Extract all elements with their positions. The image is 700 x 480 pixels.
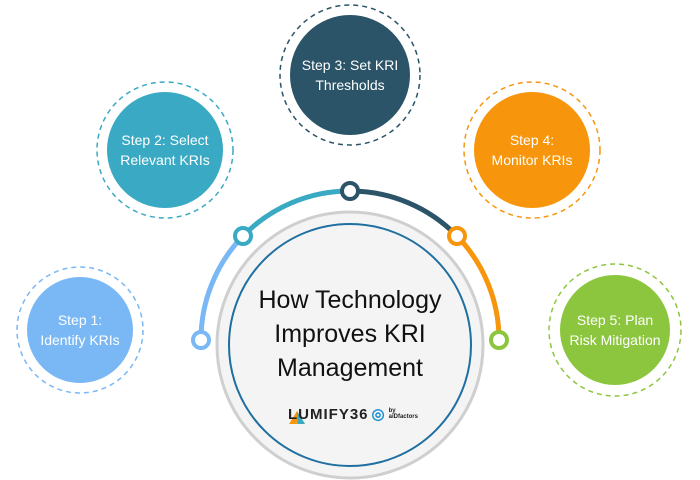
arc-step2 xyxy=(241,188,351,238)
step3-line2: Thresholds xyxy=(315,77,385,93)
step5-dashed-ring xyxy=(548,263,682,397)
center-inner-ring xyxy=(228,223,472,467)
title-line2: Improves KRI xyxy=(274,320,426,348)
step1-bubble xyxy=(27,277,133,383)
step4-bubble xyxy=(474,92,590,208)
step5-line1: Step 5: Plan xyxy=(576,312,654,328)
step2-line1: Step 2: Select xyxy=(121,132,209,148)
arc-step3 xyxy=(349,188,459,238)
step4-line1: Step 4: xyxy=(509,132,555,148)
logo-brand: LUMIFY36 xyxy=(288,405,369,423)
step5-line2: Risk Mitigation xyxy=(569,332,661,348)
step1-label: Step 1: Identify KRIs xyxy=(27,305,133,355)
logo-q-icon: ◎ xyxy=(371,406,386,423)
step3-label: Step 3: Set KRI Thresholds xyxy=(290,50,410,100)
lumify360-logo: LUMIFY36 ◎ by aiDfactors xyxy=(285,405,418,424)
step1-line2: Identify KRIs xyxy=(40,332,120,348)
step2-bubble xyxy=(107,92,223,208)
arc-step4 xyxy=(455,234,502,341)
node-step4 xyxy=(447,226,467,246)
center-title: How Technology Improves KRI Management xyxy=(230,283,470,385)
step4-dashed-ring xyxy=(463,81,601,219)
step3-dashed-ring xyxy=(279,4,421,146)
step5-bubble xyxy=(560,275,670,385)
node-step1 xyxy=(191,330,211,350)
step3-bubble xyxy=(290,15,410,135)
title-line3: Management xyxy=(277,354,423,382)
node-step2 xyxy=(233,226,253,246)
step1-line1: Step 1: xyxy=(57,312,103,328)
node-step5 xyxy=(489,330,509,350)
step3-line1: Step 3: Set KRI xyxy=(301,57,399,73)
arc-step1 xyxy=(198,234,245,341)
node-step3 xyxy=(340,181,360,201)
step2-dashed-ring xyxy=(96,81,234,219)
step4-label: Step 4: Monitor KRIs xyxy=(474,125,590,175)
logo-suffix: by aiDfactors xyxy=(388,408,418,420)
step1-dashed-ring xyxy=(16,266,144,394)
step2-line2: Relevant KRIs xyxy=(120,152,210,168)
title-line1: How Technology xyxy=(258,286,442,314)
step4-line2: Monitor KRIs xyxy=(491,152,573,168)
